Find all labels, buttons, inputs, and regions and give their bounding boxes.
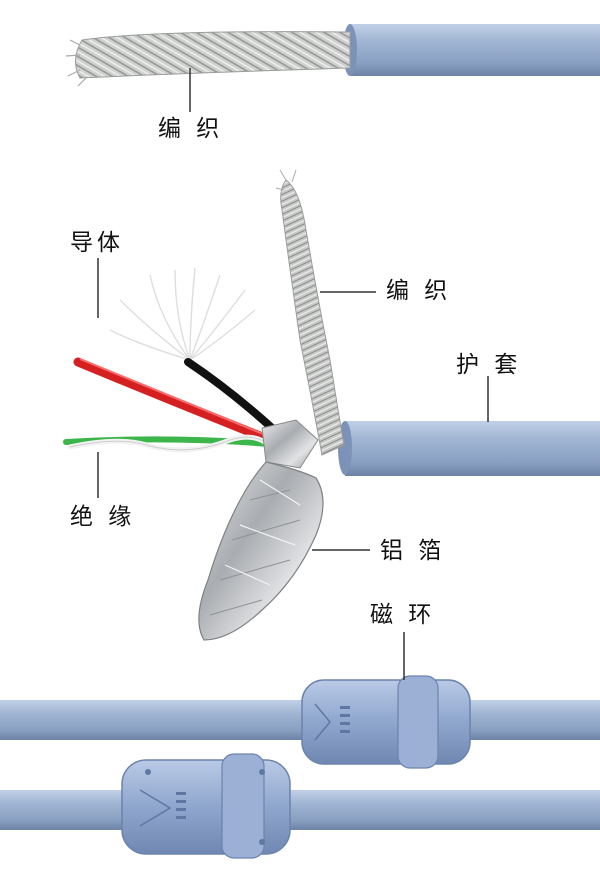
insulation-label: 绝 缘 (70, 504, 136, 530)
top-cable-jacket (350, 24, 600, 76)
ferrite-label: 磁 环 (370, 602, 436, 628)
foil-collar (261, 419, 319, 469)
ferrite-cable-1 (0, 700, 600, 740)
braid-label: 编 织 (386, 278, 452, 304)
braid-tail (280, 179, 345, 456)
jacket-label: 护 套 (456, 352, 522, 378)
top-cable (65, 24, 600, 87)
middle-cable (63, 169, 600, 641)
ferrite-core-1 (301, 675, 471, 769)
bottom-cables (0, 675, 600, 859)
wire-black (184, 358, 276, 432)
middle-cable-jacket (345, 421, 600, 476)
ferrite-cable-2 (0, 790, 600, 830)
wire-red (73, 357, 275, 445)
foil-label: 铝 箔 (380, 538, 446, 564)
aluminum-foil (198, 461, 324, 641)
ferrite-core-2 (121, 753, 291, 859)
top-braid (75, 31, 351, 79)
braid-top-label: 编 织 (158, 116, 224, 142)
conductor-strands (109, 267, 256, 361)
conductor-label: 导体 (70, 230, 124, 256)
